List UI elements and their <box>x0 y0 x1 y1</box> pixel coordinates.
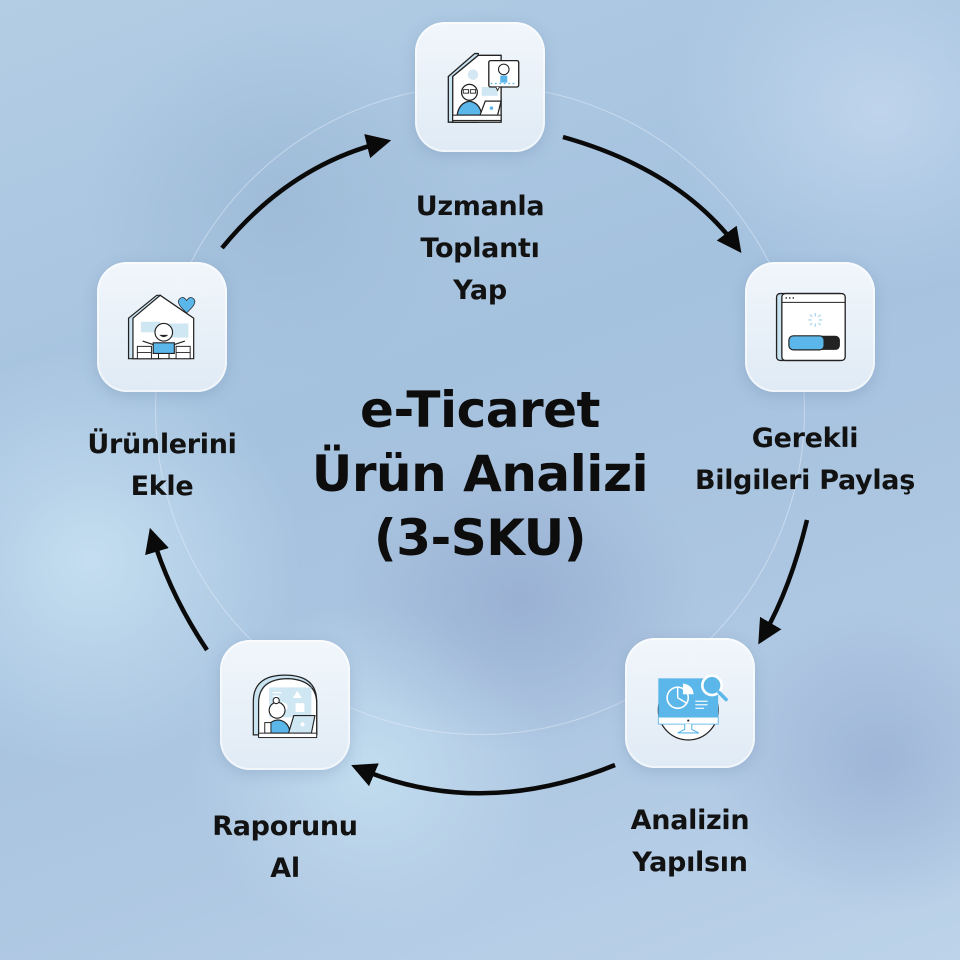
laptop-report-icon <box>252 674 318 739</box>
step-label-analysis: Analizin Yapılsın <box>630 805 750 878</box>
step-label-add-products: Ürünlerini Ekle <box>87 429 237 502</box>
arrow-step5-to-step1 <box>220 134 392 250</box>
step-label-get-report: Raporunu Al <box>212 811 358 884</box>
step-card-get-report <box>220 640 350 770</box>
arrow-step4-to-step5 <box>145 527 209 652</box>
step-card-expert-meeting <box>415 22 545 152</box>
monitor-chart-magnifier-icon <box>657 674 728 741</box>
arrow-step2-to-step3 <box>758 519 810 645</box>
step-card-add-products <box>97 262 227 392</box>
video-meeting-icon <box>447 52 520 123</box>
browser-progress-icon <box>775 292 846 362</box>
step-label-share-info: Gerekli Bilgileri Paylaş <box>694 423 915 496</box>
step-card-share-info <box>745 262 875 392</box>
diagram-title: e-Ticaret Ürün Analizi (3-SKU) <box>311 381 649 567</box>
step-card-analysis <box>625 638 755 768</box>
step-label-expert-meeting: Uzmanla Toplantı Yap <box>415 191 545 306</box>
arrow-step3-to-step4 <box>351 762 616 796</box>
arrow-step1-to-step2 <box>562 134 742 253</box>
store-heart-icon <box>127 294 196 360</box>
